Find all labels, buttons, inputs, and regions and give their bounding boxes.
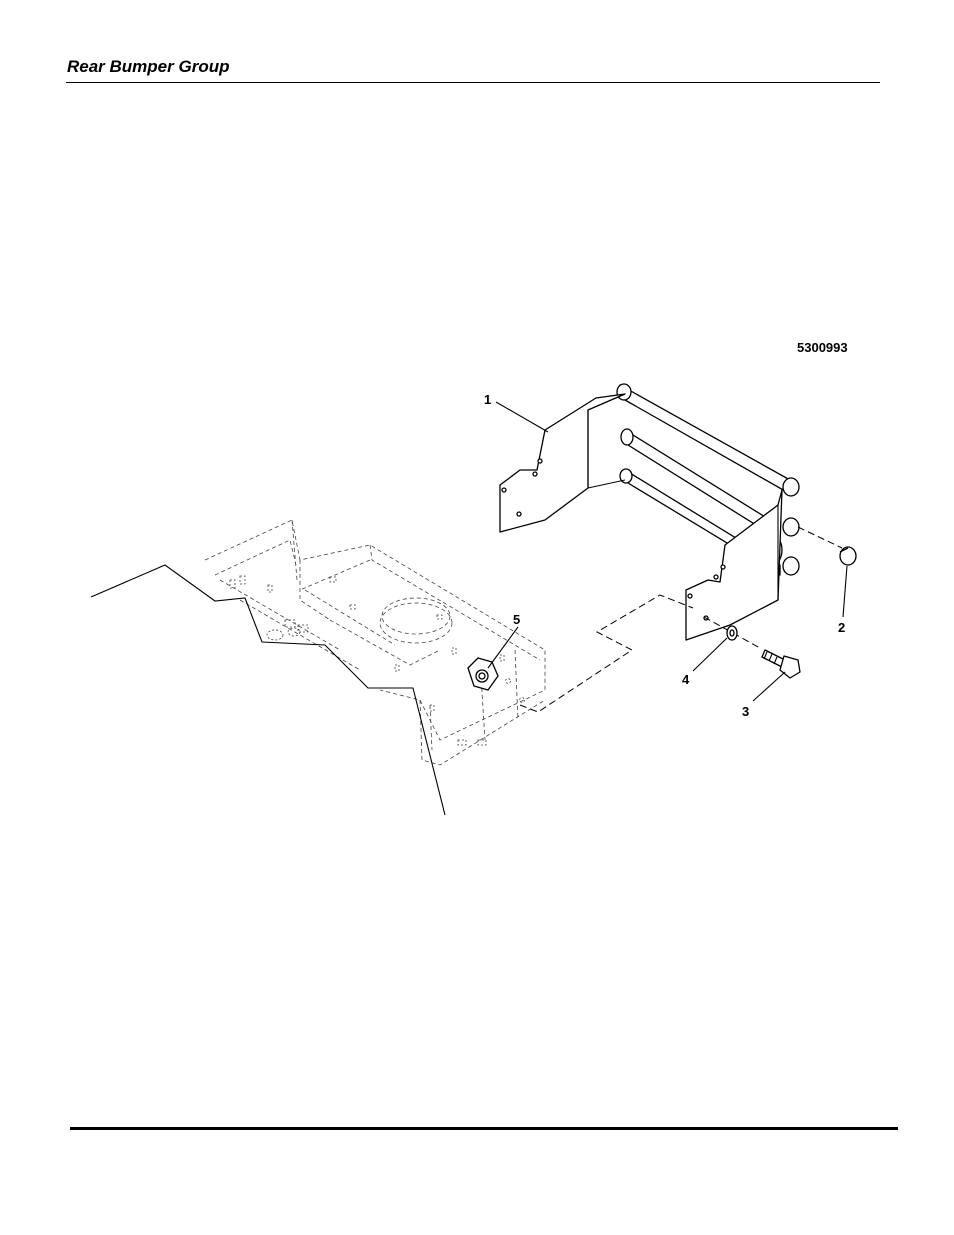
nut: [468, 658, 498, 690]
mounting-path: [520, 595, 693, 712]
callout-2: 2: [838, 566, 847, 635]
callout-1-label: 1: [484, 392, 491, 407]
bolt: [762, 650, 800, 678]
callout-4-label: 4: [682, 672, 690, 687]
callout-1: 1: [484, 392, 548, 432]
frame-break-line: [91, 565, 445, 815]
callout-4: 4: [682, 638, 727, 687]
callout-5-label: 5: [513, 612, 520, 627]
phantom-frame: [205, 520, 545, 765]
callout-3-label: 3: [742, 704, 749, 719]
callout-3: 3: [742, 672, 785, 719]
end-cap: [798, 527, 856, 565]
footer-divider: [70, 1127, 898, 1130]
drawing-number: 5300993: [797, 340, 848, 355]
callout-2-label: 2: [838, 620, 845, 635]
